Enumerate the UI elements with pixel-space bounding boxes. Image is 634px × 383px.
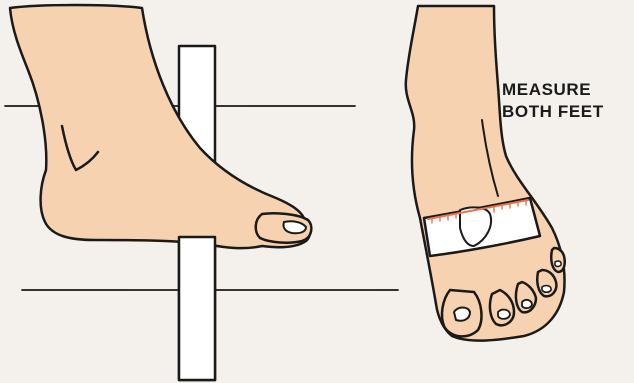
caption-line-1: MEASURE <box>502 79 604 101</box>
big-toenail-top <box>454 308 470 321</box>
side-view-foot <box>10 5 310 248</box>
toenail-3 <box>522 300 532 308</box>
measure-both-feet-caption: MEASURE BOTH FEET <box>502 79 604 123</box>
toenail-5 <box>555 261 561 267</box>
side-view-foot-illustration <box>5 5 398 380</box>
toe-5 <box>551 248 565 272</box>
toenail <box>283 221 306 233</box>
top-view-foot-illustration <box>406 6 565 341</box>
toenail-2 <box>498 310 510 319</box>
caption-line-2: BOTH FEET <box>502 101 604 123</box>
toenail-4 <box>542 286 551 293</box>
